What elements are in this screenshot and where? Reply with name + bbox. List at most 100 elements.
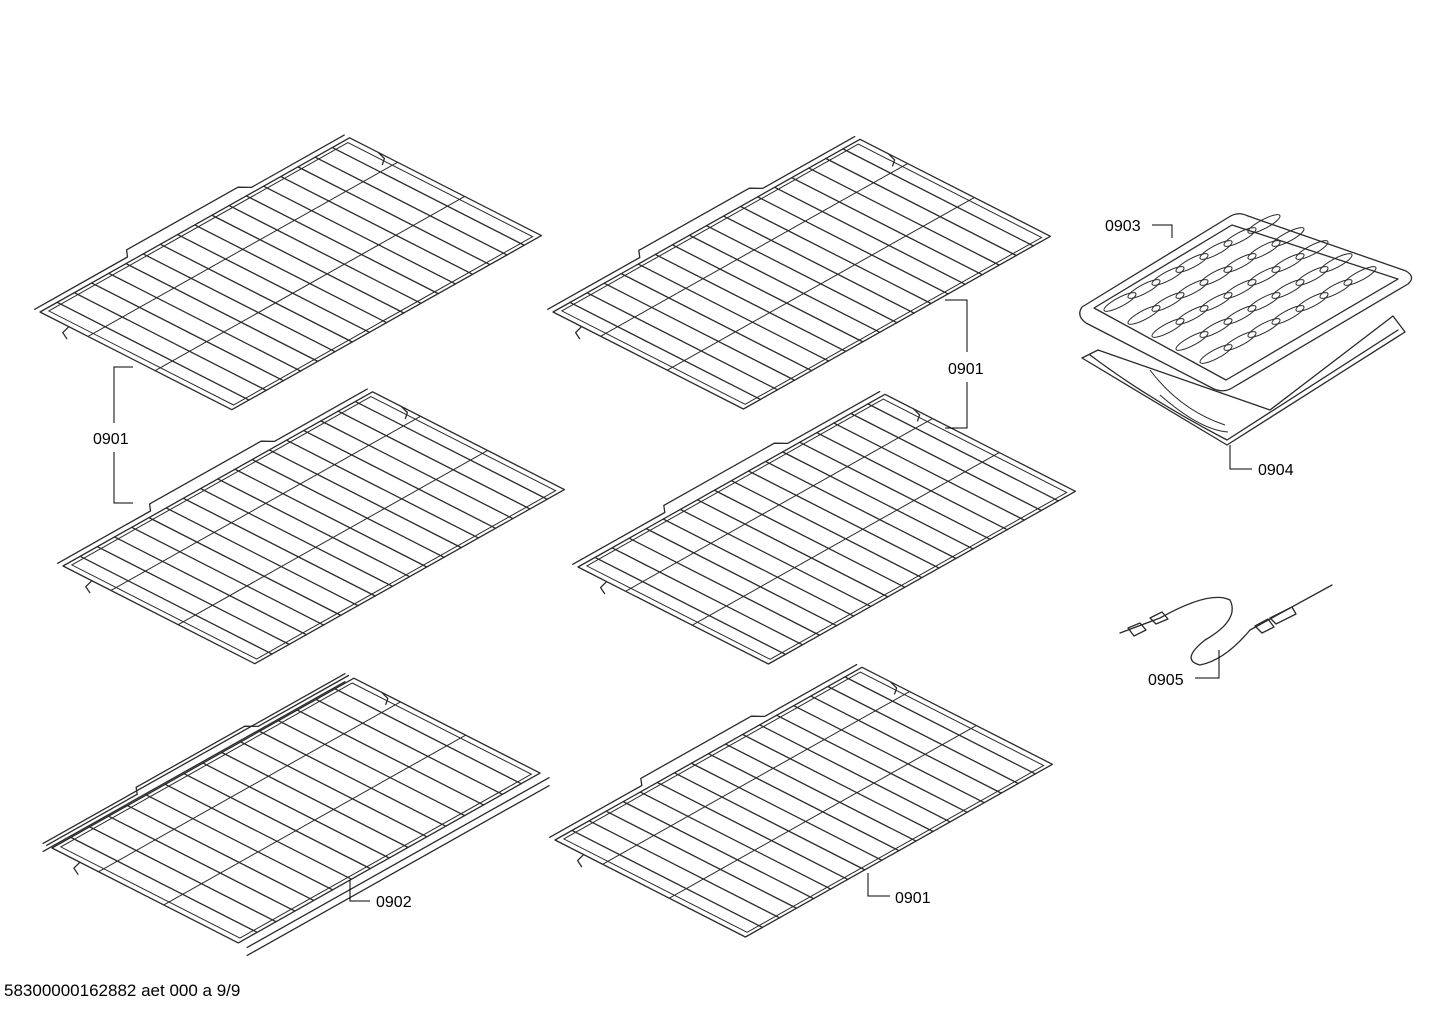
rack-wire [747,470,940,569]
rack-wire [176,233,371,333]
sliding-rack-bottom-left [42,673,550,957]
broil-pan-slot [1199,344,1233,364]
rack-wire [850,412,1042,512]
rack-wire [107,815,296,912]
rack-inner-frame [585,398,1068,660]
rack-support-bar [669,725,977,899]
rack-wire [605,810,798,909]
rack-wire [645,527,838,627]
rack-wire [569,301,762,401]
broil-pan-slot [1271,227,1305,247]
rack-wire [741,733,934,833]
rack-frame [51,677,541,944]
part-label: 0901 [895,890,931,907]
rack-wire [603,282,796,381]
rack-stop [599,580,608,595]
rack-inner-frame [47,142,534,406]
rack-wire [730,479,923,579]
rack-wire [679,508,872,608]
broil-pan-slot [1295,266,1329,286]
rack-wire [639,791,832,890]
rack-support-bar [110,415,421,591]
broil-pan-slot [1175,305,1209,325]
rack-support-bar [600,163,908,337]
broil-pan-slot [1151,318,1185,338]
broil-pan-slot [1223,279,1257,299]
rack-wire [183,773,371,870]
rack-wire [297,166,491,266]
rack-wire [320,420,514,520]
broil-pan-slot [1343,266,1377,286]
rack-stop [576,853,585,868]
rack-wire [571,829,764,929]
broil-pan-slot [1319,279,1353,299]
rack-wire [182,497,376,597]
part-label: 0902 [376,894,412,911]
rack-support-bar [87,161,398,337]
rack-wire [234,468,428,568]
broil-pan-slot [1175,331,1209,351]
rack-wire [126,804,315,902]
rack-back-rail [46,674,350,846]
leader-lines [113,224,1252,902]
broil-pan-slot [1223,331,1257,351]
broil-pan-slot [1199,240,1233,260]
rack-wire [628,537,821,636]
part-label: 0903 [1105,218,1141,235]
broil-pan-slot [1127,279,1161,299]
broil-pan-slot [1223,305,1257,325]
rack-wire [793,705,985,804]
rack-wire [808,167,1000,266]
rack-wire [131,526,325,626]
broil-pan-slot [1295,240,1329,260]
rack-wire [867,403,1060,502]
rack-inner-frame [562,671,1045,933]
rack-stop [85,580,93,594]
rack-wire [705,224,898,324]
rack-wire [662,518,855,617]
slide-runner [246,776,550,949]
rack-wire [757,196,949,295]
broil-pan-slot [1247,292,1281,312]
rack-wire [194,224,388,324]
rack-stop [889,681,898,695]
rack-back-rail [57,388,368,564]
rack-top-center [547,135,1052,410]
slide-runner [42,681,346,853]
rack-wire [56,301,250,401]
rack-inner-frame [59,682,533,939]
broil-pan-slot [1223,253,1257,273]
broil-pan-slot [1199,318,1233,338]
broil-pan-slots [1103,214,1377,364]
rack-wire [722,215,915,314]
rack-wire [842,148,1035,247]
rack-wire [594,556,787,656]
part-labels: 0901 0901 0901 0902 0903 0904 0905 [93,218,1294,911]
rack-wire [764,460,957,560]
rack-wire [148,516,342,617]
broil-pan-slot [1175,253,1209,273]
rack-stop [400,405,409,420]
rack-inner-frame [70,396,557,660]
rack-wire [296,709,485,806]
rack-wire [844,676,1037,775]
part-label: 0901 [93,431,129,448]
rack-back-rail [549,663,858,838]
part-label: 0905 [1148,672,1184,689]
rack-wire [816,432,1008,531]
rack-stop [912,408,921,422]
rack-wire [285,439,480,539]
rack-support-bar [667,197,975,371]
rack-wire [827,685,1019,785]
rack-back-rail [547,135,856,310]
rack-mid-center [572,390,1077,665]
rack-wire [221,751,409,849]
rack-wire [671,244,864,343]
rack-support-bar [177,450,488,626]
rack-wire [586,292,779,391]
rack-wire [245,195,439,295]
slide-runner [246,784,550,957]
rack-wire [774,186,966,285]
rack-back-rail [572,390,881,565]
